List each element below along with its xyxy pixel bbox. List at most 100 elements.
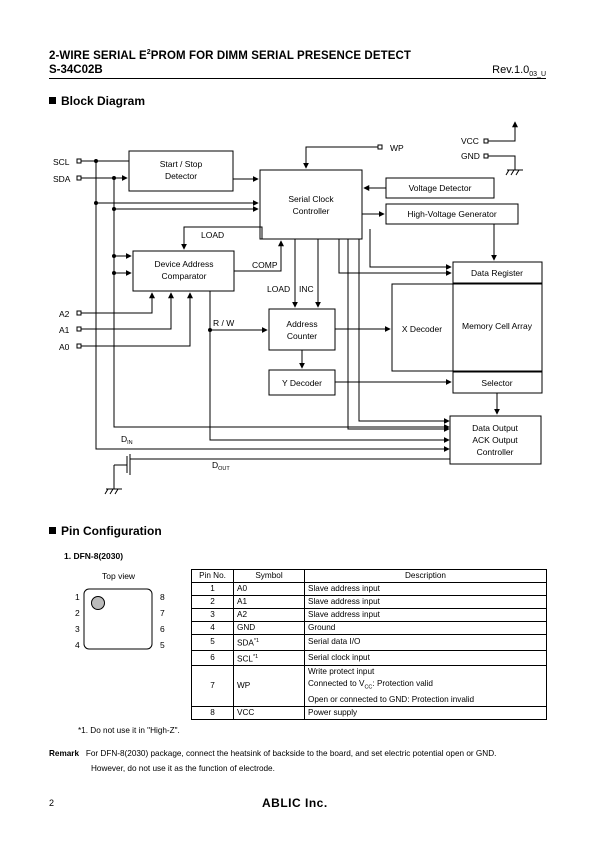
signal-inc: INC [299, 284, 314, 294]
revision: Rev.1.003_U [492, 64, 546, 79]
part-number: S-34C02B [49, 64, 103, 76]
serial-clock-controller-block [259, 169, 363, 240]
package-pin-5: 5 [160, 640, 165, 650]
symbol-cell: VCC [233, 706, 305, 721]
memory-cell-array-block [452, 283, 543, 372]
top-view-label: Top view [102, 571, 136, 581]
pin-label-gnd: GND [461, 151, 480, 161]
svg-text:Start / Stop: Start / Stop [160, 159, 203, 169]
signal-comp: COMP [252, 260, 278, 270]
symbol-cell: WP [233, 665, 305, 708]
high-voltage-generator-block [385, 203, 519, 225]
svg-text:Device Address: Device Address [154, 259, 213, 269]
package-pin-6: 6 [160, 624, 165, 634]
symbol-cell: A0 [233, 582, 305, 596]
description-cell: Power supply [304, 706, 547, 721]
svg-text:Selector: Selector [481, 378, 512, 388]
pin-label-a1: A1 [59, 325, 70, 335]
remark-line2: However, do not use it as the function o… [91, 764, 275, 773]
package-subheading: 1. DFN-8(2030) [64, 551, 124, 561]
package-drawing: 1 2 3 4 8 7 6 5 [75, 588, 165, 650]
header-rule [49, 78, 546, 79]
brand-logo: ABLIC Inc. [262, 796, 328, 810]
svg-text:Data Output: Data Output [472, 423, 518, 433]
bullet-square-icon [49, 97, 56, 104]
signal-load: LOAD [267, 284, 290, 294]
symbol-cell: A1 [233, 595, 305, 609]
page-number: 2 [49, 798, 55, 808]
pin-number-cell: 6 [191, 649, 234, 667]
pin-number-cell: 8 [191, 706, 234, 721]
block-diagram-heading: Block Diagram [49, 94, 145, 108]
description-cell: Slave address input [304, 608, 547, 622]
block-diagram: SCL SDA A2 A1 A0 WP VCC GND Start / Stop… [53, 121, 543, 495]
pin-configuration-heading: Pin Configuration [49, 524, 162, 538]
col-header-pin: Pin No. [191, 569, 234, 583]
svg-text:X Decoder: X Decoder [402, 324, 442, 334]
svg-text:Data Register: Data Register [471, 268, 523, 278]
package-pin-3: 3 [75, 624, 80, 634]
address-counter-block [268, 308, 336, 351]
package-pin-1: 1 [75, 592, 80, 602]
pin-label-a2: A2 [59, 309, 70, 319]
signal-load-top: LOAD [201, 230, 224, 240]
pin-label-scl: SCL [53, 157, 70, 167]
description-cell: Ground [304, 621, 547, 635]
symbol-cell: SDA*1 [233, 634, 305, 651]
description-cell: Slave address input [304, 582, 547, 596]
svg-text:Serial Clock: Serial Clock [288, 194, 334, 204]
pin-number-cell: 7 [191, 665, 234, 708]
document-title: 2-WIRE SERIAL E2PROM FOR DIMM SERIAL PRE… [49, 49, 412, 62]
symbol-cell: GND [233, 621, 305, 635]
svg-text:Memory Cell Array: Memory Cell Array [462, 321, 533, 331]
description-cell: Serial clock input [304, 649, 547, 667]
bullet-square-icon [49, 527, 56, 534]
svg-text:Comparator: Comparator [162, 271, 207, 281]
signal-din: DIN [121, 434, 133, 446]
pin-number-cell: 1 [191, 582, 234, 596]
start-stop-detector-block [128, 150, 234, 192]
package-pin-2: 2 [75, 608, 80, 618]
signal-dout: DOUT [212, 460, 230, 472]
col-header-description: Description [304, 569, 547, 583]
remark: Remark For DFN-8(2030) package, connect … [49, 746, 549, 776]
footnote: *1. Do not use it in "High-Z". [78, 726, 180, 735]
symbol-cell: SCL*1 [233, 649, 305, 667]
pin-label-wp: WP [390, 143, 404, 153]
svg-text:Counter: Counter [287, 331, 317, 341]
pin-label-vcc: VCC [461, 136, 479, 146]
pin-number-cell: 5 [191, 634, 234, 651]
svg-text:Address: Address [286, 319, 317, 329]
svg-text:Controller: Controller [477, 447, 514, 457]
col-header-symbol: Symbol [233, 569, 305, 583]
svg-text:Controller: Controller [293, 206, 330, 216]
description-cell: Serial data I/O [304, 634, 547, 651]
svg-text:High-Voltage Generator: High-Voltage Generator [407, 209, 496, 219]
pin-label-sda: SDA [53, 174, 71, 184]
svg-text:Detector: Detector [165, 171, 197, 181]
signal-rw: R / W [213, 318, 234, 328]
pin-number-cell: 4 [191, 621, 234, 635]
svg-text:Y Decoder: Y Decoder [282, 378, 322, 388]
data-output-block [449, 415, 542, 465]
symbol-cell: A2 [233, 608, 305, 622]
data-register-block [452, 261, 543, 284]
package-pin-7: 7 [160, 608, 165, 618]
table-header-row: Pin No. Symbol Description [191, 569, 547, 583]
pin-label-a0: A0 [59, 342, 70, 352]
pin-number-cell: 3 [191, 608, 234, 622]
package-pin-4: 4 [75, 640, 80, 650]
pin1-marker-icon [91, 596, 105, 610]
description-cell: Slave address input [304, 595, 547, 609]
remark-label: Remark [49, 749, 80, 758]
package-outline [83, 588, 153, 650]
